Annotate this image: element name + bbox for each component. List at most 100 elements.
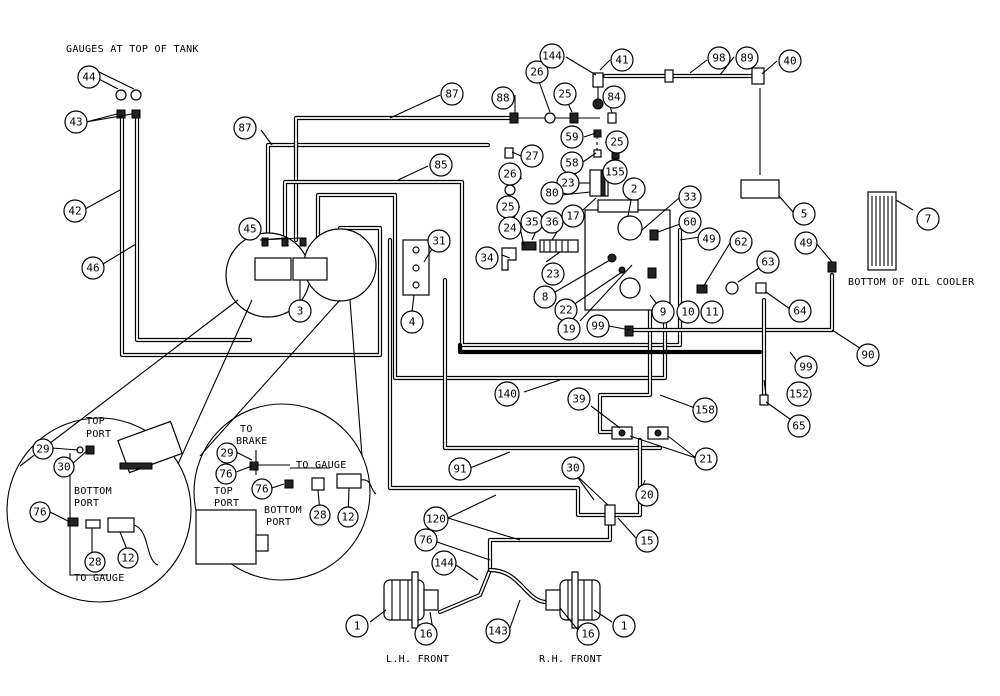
callout-64: 64	[788, 299, 812, 323]
callout-144a: 144	[539, 43, 565, 69]
callout-49a: 49	[697, 227, 721, 251]
callout-detail-12b: 12	[337, 506, 359, 528]
svg-text:90: 90	[861, 349, 874, 362]
callout-16a: 16	[414, 622, 438, 646]
callout-62: 62	[729, 230, 753, 254]
svg-text:40: 40	[783, 55, 796, 68]
svg-text:85: 85	[434, 159, 447, 172]
callout-44: 44	[77, 65, 101, 89]
suction-assembly	[501, 184, 579, 271]
svg-text:43: 43	[69, 116, 82, 129]
left-top-port-label-1: TOP	[86, 416, 105, 427]
callout-91: 91	[448, 457, 472, 481]
svg-text:21: 21	[699, 453, 712, 466]
callout-98: 98	[707, 46, 731, 70]
rh-front-wheel	[545, 571, 601, 629]
svg-text:10: 10	[681, 306, 694, 319]
callout-46: 46	[81, 256, 105, 280]
callout-11: 11	[700, 300, 724, 324]
right-bottom-port-label-2: PORT	[266, 517, 291, 528]
callout-65: 65	[787, 414, 811, 438]
callout-15: 15	[635, 529, 659, 553]
svg-text:76: 76	[219, 468, 232, 481]
svg-text:19: 19	[562, 323, 575, 336]
splitter-blocks	[604, 426, 669, 526]
left-bottom-port-label-1: BOTTOM	[74, 486, 112, 497]
callouts: 44 43 42 46 87 87 85 45 3 88 26 25 144 4…	[29, 43, 940, 646]
callout-89: 89	[735, 46, 759, 70]
hydraulic-tank	[584, 169, 671, 311]
svg-text:152: 152	[789, 388, 809, 401]
svg-text:60: 60	[683, 216, 696, 229]
callout-35: 35	[520, 210, 544, 234]
callout-58: 58	[560, 151, 584, 175]
callout-45: 45	[238, 217, 262, 241]
svg-text:7: 7	[925, 213, 932, 226]
svg-text:144: 144	[434, 557, 454, 570]
callout-26a: 26	[525, 60, 549, 84]
callout-59: 59	[560, 125, 584, 149]
callout-10: 10	[676, 300, 700, 324]
svg-text:26: 26	[530, 66, 543, 79]
svg-text:3: 3	[297, 305, 304, 318]
svg-text:36: 36	[545, 216, 558, 229]
svg-text:140: 140	[497, 388, 517, 401]
callout-27: 27	[520, 144, 544, 168]
svg-text:144: 144	[542, 50, 562, 63]
detail-view-right: TO BRAKE TO GAUGE TOP PORT BOTTOM PORT	[193, 299, 377, 581]
svg-text:63: 63	[761, 256, 774, 269]
svg-text:29: 29	[220, 447, 233, 460]
lh-front-wheel	[383, 571, 439, 629]
svg-text:25: 25	[610, 136, 623, 149]
callout-20: 20	[635, 483, 659, 507]
svg-text:87: 87	[445, 88, 458, 101]
svg-text:76: 76	[419, 534, 432, 547]
right-to-brake-label-2: BRAKE	[236, 436, 268, 447]
callout-42: 42	[63, 199, 87, 223]
callout-60: 60	[678, 210, 702, 234]
right-to-gauge-label: TO GAUGE	[296, 460, 347, 471]
svg-text:8: 8	[542, 291, 549, 304]
callout-140: 140	[494, 381, 520, 407]
svg-text:12: 12	[121, 552, 134, 565]
callout-9: 9	[651, 300, 675, 324]
callout-41: 41	[610, 48, 634, 72]
callout-30a: 30	[561, 456, 585, 480]
lh-front-label: L.H. FRONT	[386, 654, 449, 665]
svg-text:2: 2	[631, 183, 638, 196]
callout-23b: 23	[541, 262, 565, 286]
svg-text:65: 65	[792, 420, 805, 433]
svg-text:25: 25	[501, 201, 514, 214]
svg-text:42: 42	[68, 205, 81, 218]
svg-text:143: 143	[488, 625, 508, 638]
callout-2: 2	[622, 177, 646, 201]
callout-33: 33	[678, 185, 702, 209]
callout-16b: 16	[576, 622, 600, 646]
callout-24: 24	[498, 216, 522, 240]
callout-5: 5	[792, 202, 816, 226]
svg-text:59: 59	[565, 131, 578, 144]
left-bottom-port-label-2: PORT	[74, 498, 99, 509]
callout-85: 85	[429, 153, 453, 177]
callout-158: 158	[692, 397, 718, 423]
callout-17: 17	[561, 204, 585, 228]
svg-text:49: 49	[799, 237, 812, 250]
callout-25a: 25	[553, 82, 577, 106]
callout-84: 84	[602, 85, 626, 109]
filter-box	[740, 179, 780, 199]
svg-text:80: 80	[545, 187, 558, 200]
right-to-brake-label-1: TO	[240, 424, 253, 435]
svg-text:25: 25	[558, 88, 571, 101]
svg-text:155: 155	[605, 166, 625, 179]
svg-text:27: 27	[525, 150, 538, 163]
gauges-assembly	[115, 89, 142, 119]
svg-text:33: 33	[683, 191, 696, 204]
svg-text:39: 39	[572, 393, 585, 406]
callout-90: 90	[856, 343, 880, 367]
callout-88: 88	[491, 86, 515, 110]
callout-76a: 76	[414, 528, 438, 552]
svg-text:23: 23	[561, 177, 574, 190]
oil-cooler	[867, 191, 897, 271]
callout-detail-76c: 76	[251, 478, 273, 500]
